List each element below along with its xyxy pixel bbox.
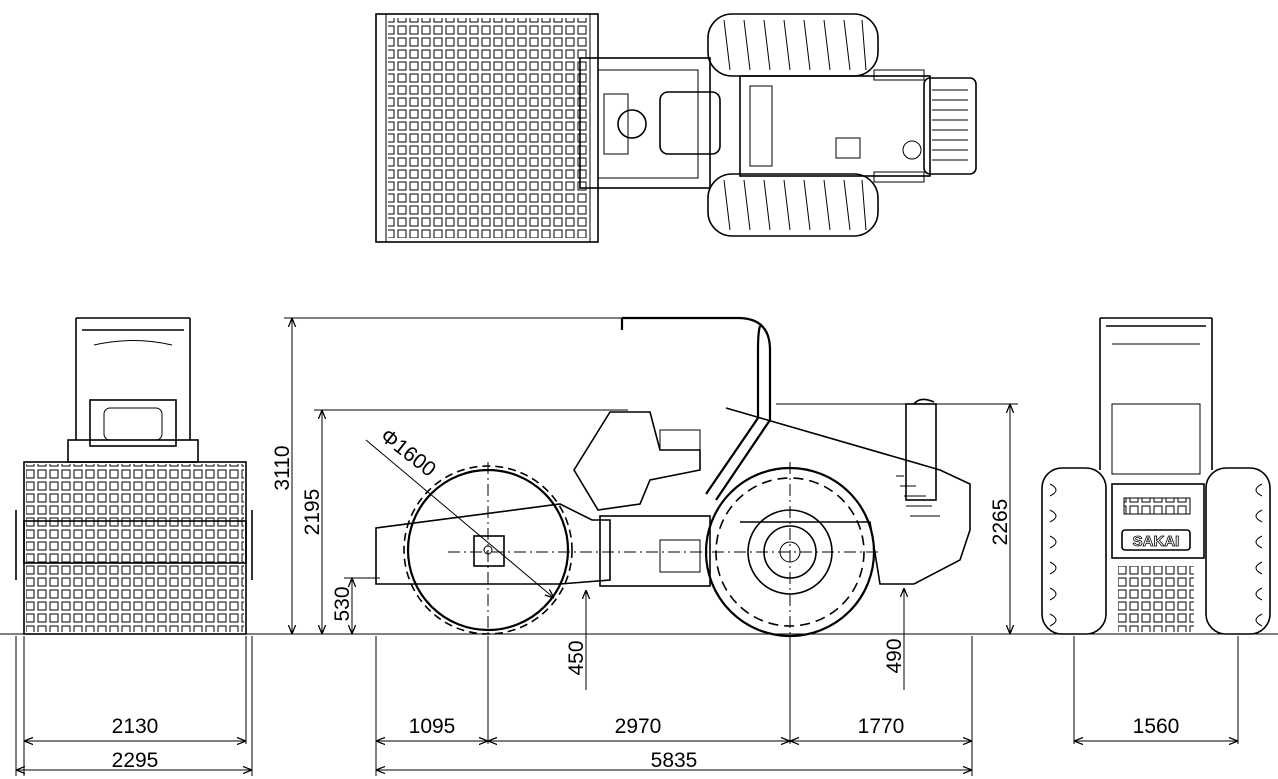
dimension-lines [15,317,1239,776]
top-drum [375,13,599,243]
top-front-frame [579,57,711,189]
side-drum-frame [375,503,711,587]
dim-height-to-step: 2195 [301,489,324,536]
rear-rops [1099,317,1213,475]
dim-rear-clearance: 490 [883,638,906,673]
side-seat [573,411,701,511]
side-hood-vents [896,475,940,517]
top-engine-hood [739,69,977,183]
side-view [375,316,971,638]
dim-rear-overhang: 1770 [858,715,905,738]
brand-logo-text: SAKAI [1133,533,1180,550]
dim-drum-diameter: Φ1600 [376,424,440,481]
dim-front-overhang: 1095 [409,715,456,738]
dim-exhaust-height: 2265 [989,499,1012,546]
side-rops [620,316,772,501]
dim-drum-clearance: 450 [565,640,588,675]
top-seat [603,91,721,155]
front-view [15,317,253,635]
top-tire-lower [707,173,879,237]
dim-overall-length: 5835 [651,749,698,772]
dim-rear-width: 1560 [1133,715,1180,738]
rear-view [1041,317,1271,635]
dim-overall-height: 3110 [271,445,294,490]
side-engine-hood [725,407,971,585]
top-view [375,13,977,243]
rear-tire-left [1041,467,1107,635]
front-drum [15,461,253,635]
rear-tire-right [1205,467,1271,635]
rear-engine-cover [1111,483,1205,632]
dim-wheelbase: 2970 [615,715,662,738]
dim-drum-axle-height: 530 [331,586,354,621]
top-tire-upper [707,13,879,77]
dim-front-width-outer: 2295 [112,749,159,772]
front-rops [67,317,199,463]
dim-front-width-inner: 2130 [112,715,159,738]
